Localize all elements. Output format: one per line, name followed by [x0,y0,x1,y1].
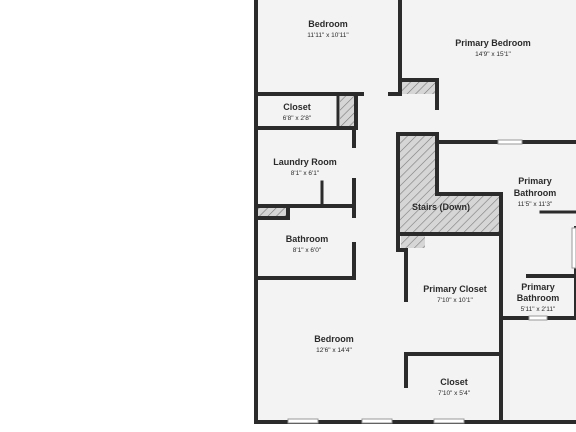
room-name: Laundry Room [273,157,337,167]
room-dimensions: 14'9" x 15'1" [475,51,511,58]
room-name: Closet [283,102,311,112]
room-name-line2: Bathroom [517,293,560,303]
room-dimensions: 6'8" x 2'8" [283,115,312,122]
stairs-hatch [399,134,437,232]
hatch-laundry [258,206,288,218]
room-primary-bathroom-small: Primary Bathroom 5'11" x 2'11" [517,282,560,313]
room-dimensions: 8'1" x 6'1" [291,170,320,177]
room-closet-top: Closet 6'8" x 2'8" [283,102,312,122]
room-dimensions: 7'10" x 5'4" [438,390,471,397]
window-primary-bath-top [497,139,523,145]
room-bedroom-top: Bedroom 11'11" x 10'11" [307,19,349,39]
hatch-stairs-bottom [401,234,425,248]
room-name: Stairs (Down) [412,202,470,212]
room-name: Primary Closet [423,284,487,294]
room-name: Bedroom [308,19,348,29]
room-name: Bathroom [286,234,329,244]
room-dimensions: 5'11" x 2'11" [521,306,556,313]
room-dimensions: 11'5" x 11'3" [518,201,553,208]
hatch-closet [340,96,354,128]
room-primary-bedroom: Primary Bedroom 14'9" x 15'1" [455,38,531,58]
room-labels: Bedroom 11'11" x 10'11" Primary Bedroom … [273,19,559,397]
room-dimensions: 11'11" x 10'11" [307,32,349,39]
room-dimensions: 12'6" x 14'4" [316,347,352,354]
room-name-line2: Bathroom [514,188,557,198]
stairs-hatch-lower [437,194,501,232]
room-bathroom: Bathroom 8'1" x 6'0" [286,234,329,254]
window-bottom-2 [361,418,393,424]
room-laundry: Laundry Room 8'1" x 6'1" [273,157,337,177]
window-bottom-3 [433,418,465,424]
room-bedroom-bottom: Bedroom 12'6" x 14'4" [314,334,354,354]
hatched-areas [258,80,501,248]
room-dimensions: 7'10" x 10'1" [437,297,473,304]
room-name: Closet [440,377,468,387]
walls [254,0,576,424]
windows [287,139,576,424]
room-name: Primary [518,176,552,186]
hatch-top-right [401,80,437,94]
window-right [571,227,576,269]
room-name: Bedroom [314,334,354,344]
room-name: Primary Bedroom [455,38,531,48]
room-name: Primary [521,282,555,292]
room-closet-bottom: Closet 7'10" x 5'4" [438,377,471,397]
room-primary-closet: Primary Closet 7'10" x 10'1" [423,284,487,304]
room-stairs: Stairs (Down) [412,202,470,212]
room-primary-bathroom: Primary Bathroom 11'5" x 11'3" [514,176,557,208]
window-bottom-1 [287,418,319,424]
room-dimensions: 8'1" x 6'0" [293,247,322,254]
window-bath-bottom [528,315,548,321]
